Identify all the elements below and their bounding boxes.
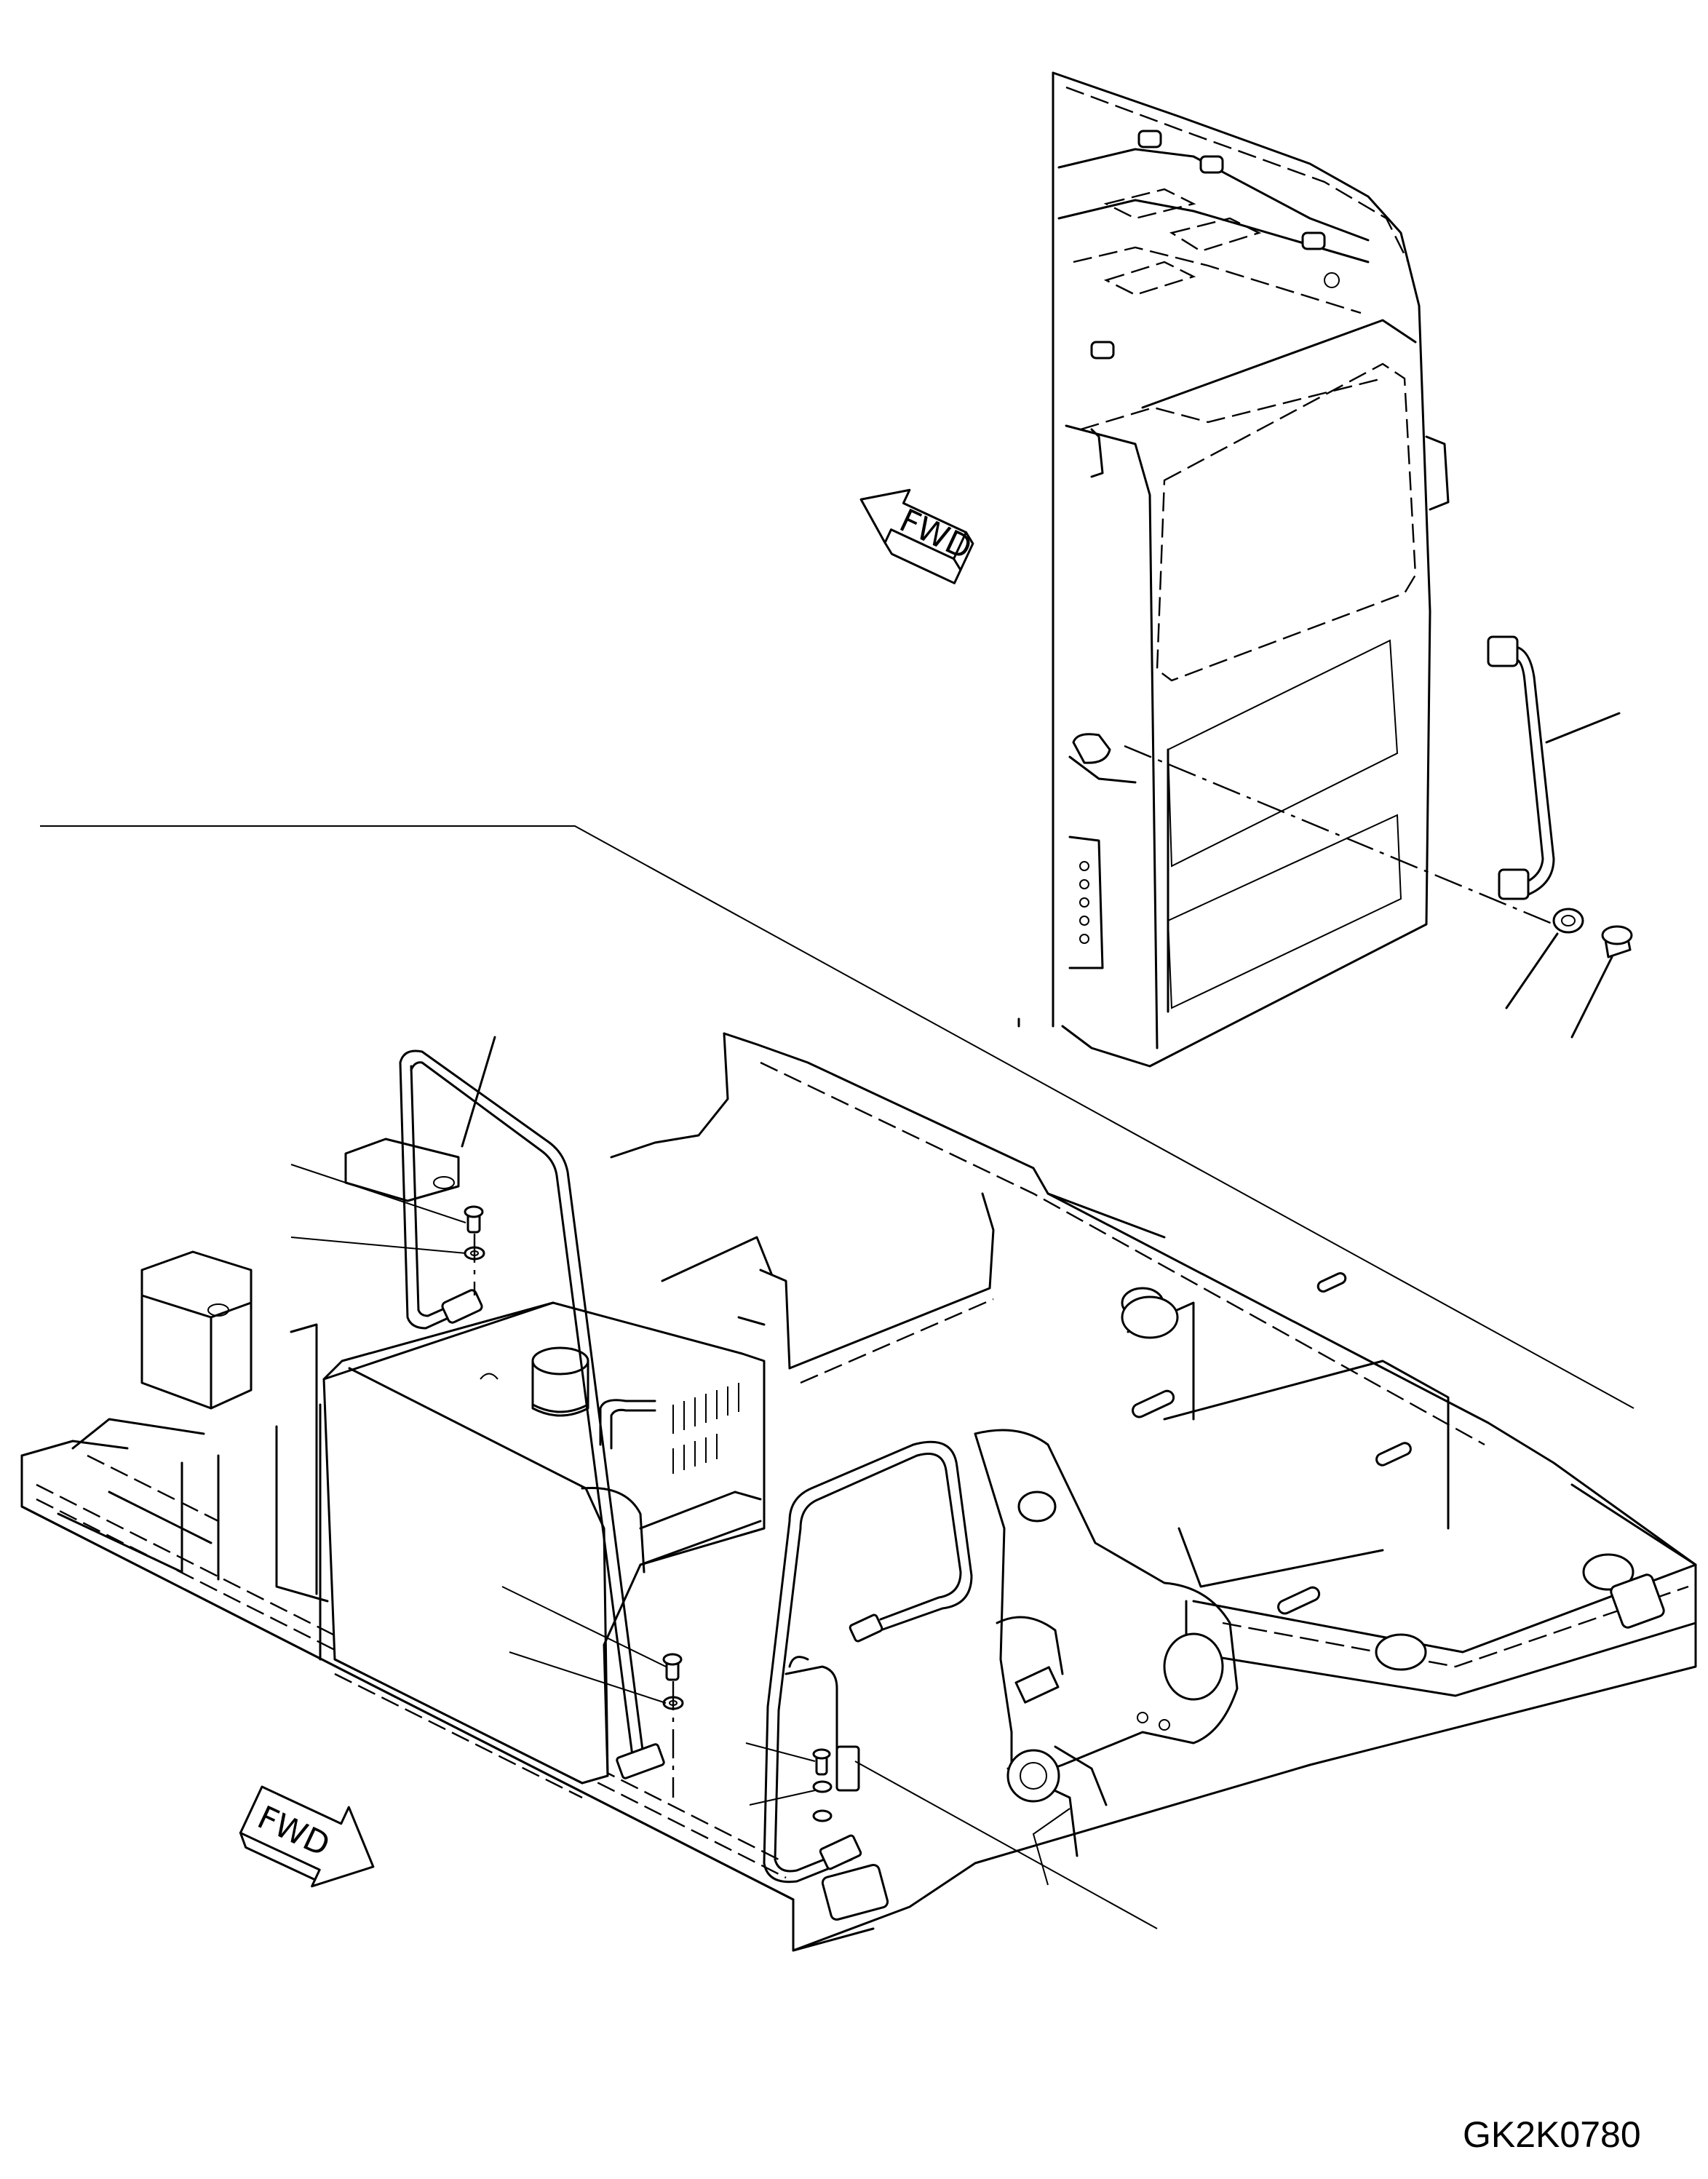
- fwd-arrow-cab: FWD: [859, 488, 977, 584]
- drawing-code: GK2K0780: [1463, 2114, 1641, 2155]
- cab-handrail: [1487, 635, 1621, 900]
- tank-rail-fasteners: [290, 1164, 684, 1798]
- leader-line-long: [40, 825, 1634, 1409]
- front-fasteners: [745, 1742, 833, 1822]
- cab-bolt: [1570, 925, 1633, 1039]
- fwd-label-cab: FWD: [894, 502, 977, 568]
- side-handrail: [763, 1440, 1158, 1929]
- tank-handrail: [399, 1036, 665, 1779]
- vent-slots: [672, 1383, 739, 1474]
- cab-washer: [1505, 908, 1584, 1009]
- tank-block: [319, 1236, 791, 1799]
- cab-center-line: [1124, 745, 1554, 926]
- operator-cab: [1052, 71, 1450, 1068]
- fwd-arrow-chassis: FWD: [239, 1785, 375, 1888]
- button-column: [1079, 861, 1089, 944]
- boom-bracket: [974, 1429, 1239, 1886]
- machine-frame: [20, 1017, 1697, 1952]
